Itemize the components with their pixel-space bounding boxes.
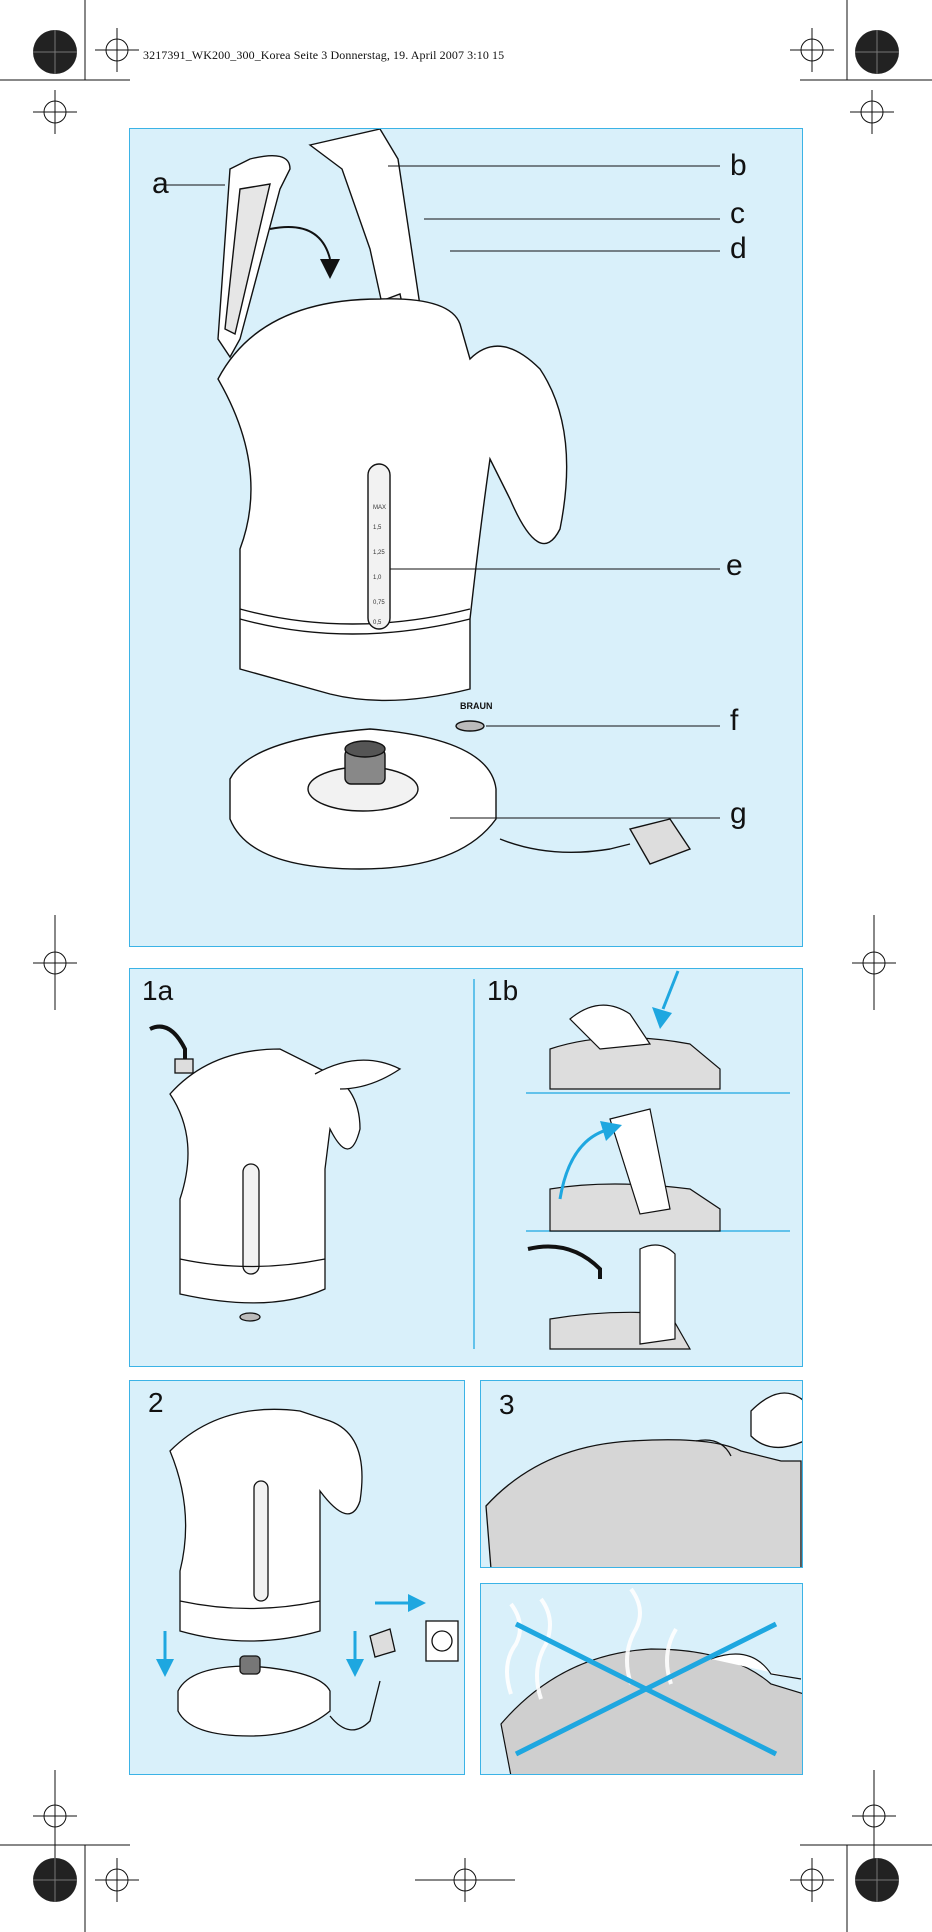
gauge-mark: 1,0	[373, 575, 382, 581]
gauge-mark: 1,5	[373, 525, 382, 531]
step-label-1a: 1a	[142, 975, 174, 1006]
overview-panel: MAX 1,5 1,25 1,0 0,75 0,5 BRAUN a b c d …	[129, 128, 803, 947]
step-label-2: 2	[148, 1387, 164, 1418]
part-label-c: c	[730, 197, 745, 230]
step-2-panel: 2	[129, 1380, 465, 1775]
gauge-mark: 1,25	[373, 550, 385, 556]
print-slug: 3217391_WK200_300_Korea Seite 3 Donnerst…	[143, 48, 505, 62]
step-label-1b: 1b	[487, 975, 519, 1006]
part-label-a: a	[152, 167, 169, 200]
brand-logo: BRAUN	[460, 701, 493, 711]
gauge-mark: 0,75	[373, 600, 385, 606]
part-label-d: d	[730, 232, 747, 265]
step-1-panel: 1a 1b	[129, 968, 803, 1367]
part-label-e: e	[726, 549, 743, 582]
step-3-panel: 3	[480, 1380, 803, 1568]
gauge-mark: 0,5	[373, 620, 382, 626]
step-3-drawing	[485, 1392, 802, 1567]
step-label-3: 3	[499, 1389, 515, 1420]
part-label-b: b	[730, 149, 747, 182]
warning-panel	[480, 1583, 803, 1775]
step-1-drawing	[149, 970, 790, 1350]
kettle-overview-drawing: MAX 1,5 1,25 1,0 0,75 0,5 BRAUN	[164, 129, 720, 870]
part-label-f: f	[730, 704, 739, 737]
part-label-g: g	[730, 797, 747, 830]
step-2-drawing	[156, 1408, 459, 1737]
gauge-mark: MAX	[373, 505, 386, 511]
warning-drawing	[500, 1587, 802, 1774]
